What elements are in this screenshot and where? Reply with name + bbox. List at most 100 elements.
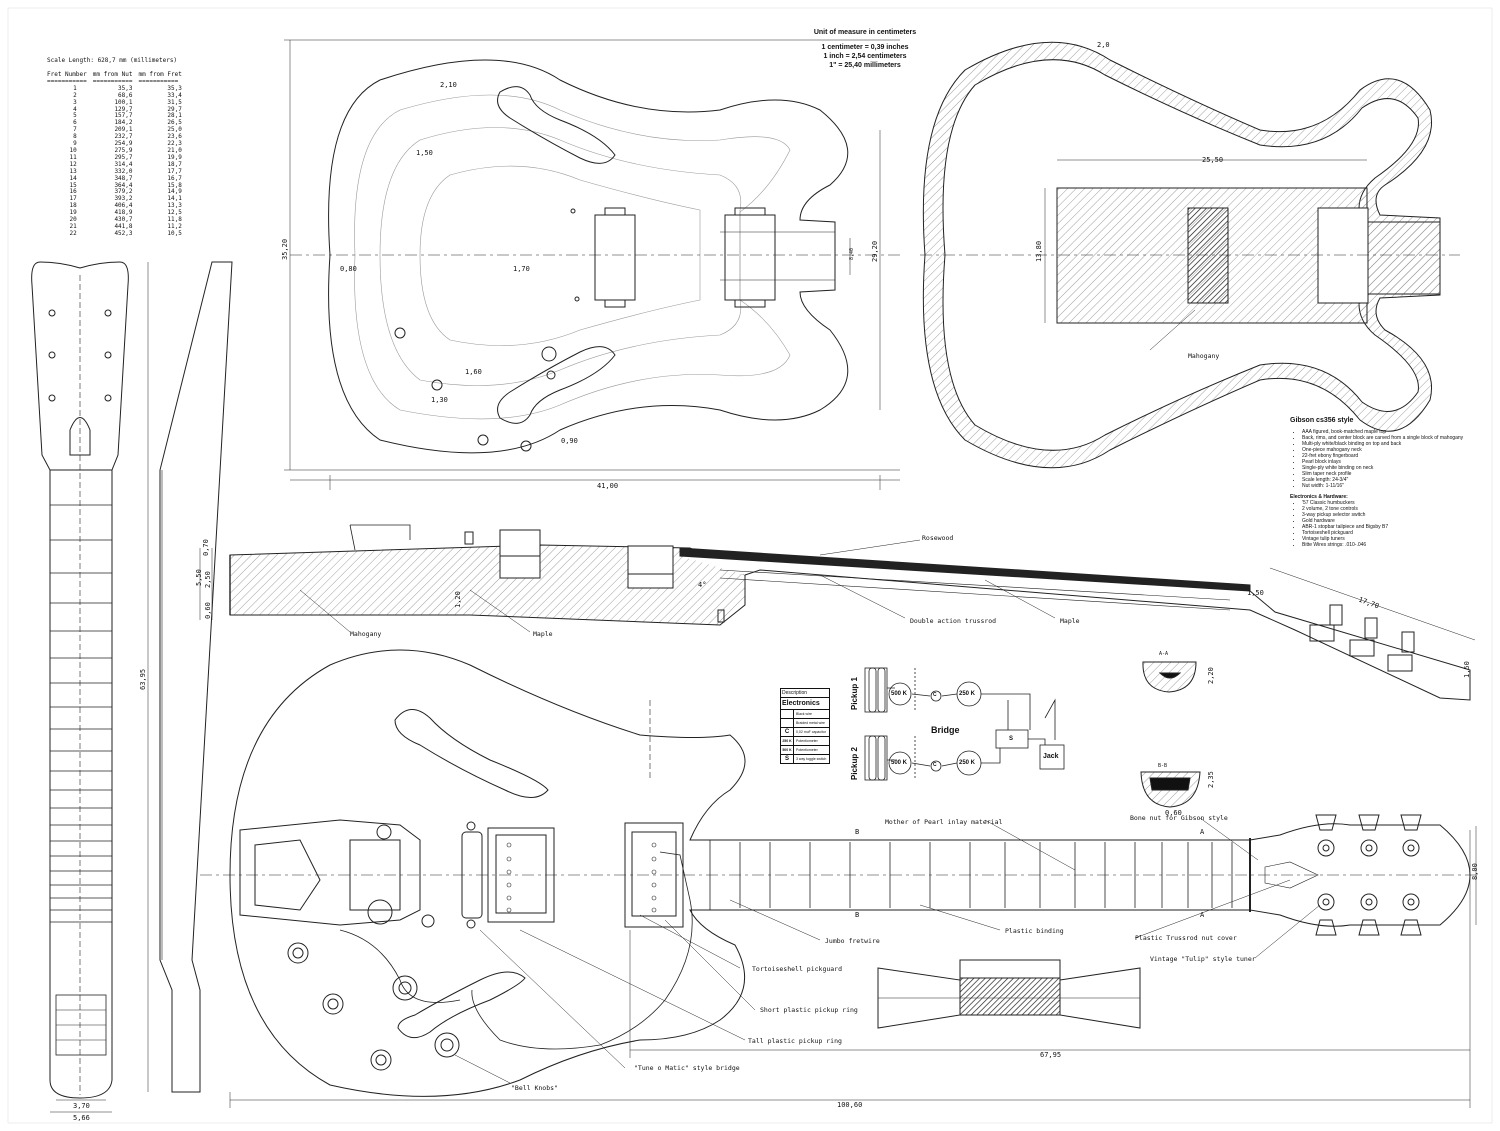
table-cell: 4 <box>73 105 77 113</box>
dim-section-aa-depth: 2,20 <box>1207 667 1215 684</box>
table-cell: 6 <box>73 119 77 127</box>
legend-row: Black wire <box>781 710 829 719</box>
contour-label: 0,90 <box>561 437 578 445</box>
dim-total-length: 100,60 <box>837 1101 863 1109</box>
label-jumbo-fretwire: Jumbo fretwire <box>825 937 880 945</box>
table-cell: 10 <box>69 146 77 154</box>
table-cell: 35,3 <box>167 84 182 92</box>
contour-label: 1,30 <box>431 396 448 404</box>
label-tall-ring: Tall plastic pickup ring <box>748 1037 842 1045</box>
table-cell: 14,1 <box>167 195 182 203</box>
fret-position-table: Fret Number mm from Nut mm from Fret ===… <box>47 71 182 238</box>
label-bone-nut: Bone nut for Gibson style <box>1130 814 1228 822</box>
spec-item: Scale length: 24-3/4" <box>1302 477 1490 483</box>
legend-label: 0,02 muF capacitor <box>796 730 826 734</box>
dim-nut-width: 3,70 <box>73 1102 90 1110</box>
legend-symbol: C <box>781 728 794 736</box>
table-cell: 12 <box>69 160 77 168</box>
legend-label: Potentiometer <box>796 739 818 743</box>
label-trussrod: Double action trussrod <box>910 617 997 625</box>
label-trussrod-cover: Plastic Trussrod nut cover <box>1135 934 1237 942</box>
pot-500k-label: 500 K <box>891 691 908 697</box>
dim-neck-small: 8,40 <box>849 247 855 260</box>
neck-side-view <box>147 261 233 1093</box>
table-cell: 21,0 <box>167 146 182 154</box>
capacitor-label: C <box>933 762 937 768</box>
table-cell: 29,7 <box>167 105 182 113</box>
dim-side: 0,60 <box>204 602 212 619</box>
label-short-ring: Short plastic pickup ring <box>760 1006 858 1014</box>
table-cell: 11,2 <box>167 222 182 230</box>
table-header: Fret Number <box>47 71 87 78</box>
spec-item: '57 Classic humbuckers <box>1302 500 1490 506</box>
table-cell: 1 <box>73 84 77 92</box>
hardware-title: Electronics & Hardware: <box>1290 494 1348 500</box>
table-cell: 8 <box>73 133 77 141</box>
legend-row: Braided metal wire <box>781 719 829 728</box>
legend-symbol: 500 K <box>781 746 794 754</box>
spec-item: Nut width: 1-11/16" <box>1302 483 1490 489</box>
spec-item: 3-way pickup selector switch <box>1302 512 1490 518</box>
table-cell: 418,9 <box>114 209 133 217</box>
table-cell: 35,3 <box>118 84 133 92</box>
spec-item: 2 volume, 2 tone controls <box>1302 506 1490 512</box>
pot-500k-label: 500 K <box>891 760 908 766</box>
table-cell: 22 <box>69 229 77 237</box>
legend-header: Description <box>781 689 829 698</box>
neck-front-view <box>31 261 129 1113</box>
units-title: Unit of measure in centimeters <box>813 29 917 36</box>
section-marker-a: A <box>1200 911 1205 919</box>
table-row: 10 275,9 21,0 <box>47 146 182 155</box>
table-separator: =========== <box>47 77 87 85</box>
contour-label: 2,10 <box>440 81 457 89</box>
scale-length-title: Scale Length: 628,7 mm (millimeters) <box>47 57 178 64</box>
table-cell: 21 <box>69 222 77 230</box>
hardware-list: '57 Classic humbuckers2 volume, 2 tone c… <box>1290 500 1490 548</box>
dim-neck-side-length: 63,95 <box>139 668 147 690</box>
table-cell: 20 <box>69 216 77 224</box>
units-line: 1 inch = 2,54 centimeters <box>823 53 907 60</box>
contour-label: 1,50 <box>416 149 433 157</box>
legend-symbol <box>781 710 794 718</box>
table-cell: 7 <box>73 126 77 134</box>
wiring-diagram <box>864 667 1065 781</box>
spec-sheet: Gibson cs356 style AAA figured, book-mat… <box>1290 417 1490 548</box>
dim-side: 1,50 <box>1247 589 1264 597</box>
body-side-profile <box>199 524 1476 701</box>
legend-label: Braided metal wire <box>796 721 825 725</box>
table-cell: 100,1 <box>114 98 133 106</box>
label-plastic-binding: Plastic binding <box>1005 927 1064 935</box>
section-aa-title: A-A <box>1159 651 1169 657</box>
table-cell: 314,4 <box>114 160 133 168</box>
units-line: 1" = 25,40 millimeters <box>829 62 901 69</box>
jack-label: Jack <box>1043 753 1059 760</box>
table-cell: 19,9 <box>167 153 182 161</box>
spec-item: Single-ply white binding on neck <box>1302 465 1490 471</box>
pot-250k-label: 250 K <box>959 760 976 766</box>
legend-symbol: S <box>781 755 794 763</box>
legend-label: Potentiometer <box>796 748 818 752</box>
spec-item: Multi-ply white/black binding on top and… <box>1302 441 1490 447</box>
table-cell: 406,4 <box>114 202 133 210</box>
dim-back-height: 13,80 <box>1035 240 1043 262</box>
table-cell: 15 <box>69 181 77 189</box>
section-views <box>877 661 1201 1029</box>
dim-section-bb-depth: 2,35 <box>1207 771 1215 788</box>
table-cell: 68,6 <box>118 91 133 99</box>
label-mop-inlay: Mother of Pearl inlay material <box>885 818 1003 826</box>
dim-body-height-inner: 29,20 <box>871 240 879 262</box>
table-cell: 275,9 <box>114 146 133 154</box>
legend-symbol: 250 K <box>781 737 794 745</box>
label-bell-knobs: "Bell Knobs" <box>511 1084 558 1092</box>
